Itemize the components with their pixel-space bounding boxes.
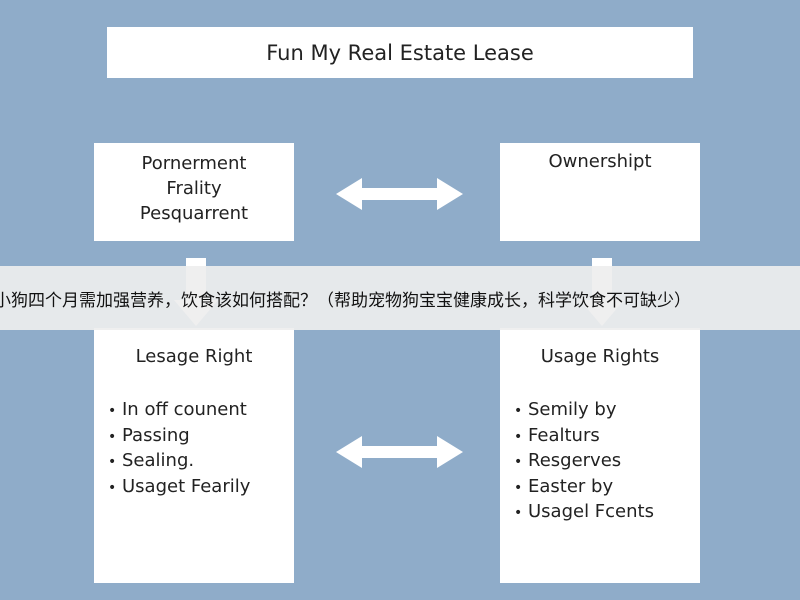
caption-text: 小狗四个月需加强营养，饮食该如何搭配？（帮助宠物狗宝宝健康成长，科学饮食不可缺少… [0,290,691,311]
bottom-left-box: Lesage Right •In off counent •Passing •S… [94,328,294,583]
bullet-icon: • [514,505,523,521]
double-arrow-top-icon [336,178,463,210]
bullet-icon: • [514,403,523,419]
top-right-box: Ownershipt [500,143,700,241]
list-item: •Easter by [514,475,654,501]
top-left-box: Pornerment Frality Pesquarrent [94,143,294,241]
bullet-icon: • [108,479,117,496]
list-item: •Usagel Fcents [514,500,654,526]
list-item: •Semily by [514,398,654,424]
list-item: •Usaget Fearily [108,475,250,501]
list-item: •Resgerves [514,449,654,475]
bullet-icon: • [108,428,117,445]
bottom-right-title: Usage Rights [540,346,660,367]
list-item: •Passing [108,424,250,450]
bottom-right-list: •Semily by •Fealturs •Resgerves •Easter … [514,398,654,526]
top-left-line-2: Frality [166,178,222,199]
list-item: •Fealturs [514,424,654,450]
bottom-left-title: Lesage Right [135,346,253,367]
list-item: •Sealing. [108,449,250,475]
bullet-icon: • [514,479,523,496]
bottom-right-box: Usage Rights •Semily by •Fealturs •Resge… [500,328,700,583]
double-arrow-bottom-icon [336,436,463,468]
bullet-icon: • [514,428,523,445]
top-right-title: Ownershipt [548,151,652,172]
top-left-line-3: Pesquarrent [139,203,249,224]
bullet-icon: • [108,403,117,419]
bullet-icon: • [514,454,523,470]
top-left-line-1: Pornerment [141,153,247,174]
bullet-icon: • [108,454,117,470]
caption-banner: 小狗四个月需加强营养，饮食该如何搭配？（帮助宠物狗宝宝健康成长，科学饮食不可缺少… [0,266,800,330]
list-item: •In off counent [108,398,250,424]
diagram-title-box: Fun My Real Estate Lease [107,27,693,78]
diagram-title: Fun My Real Estate Lease [266,40,534,65]
bottom-left-list: •In off counent •Passing •Sealing. •Usag… [108,398,250,500]
